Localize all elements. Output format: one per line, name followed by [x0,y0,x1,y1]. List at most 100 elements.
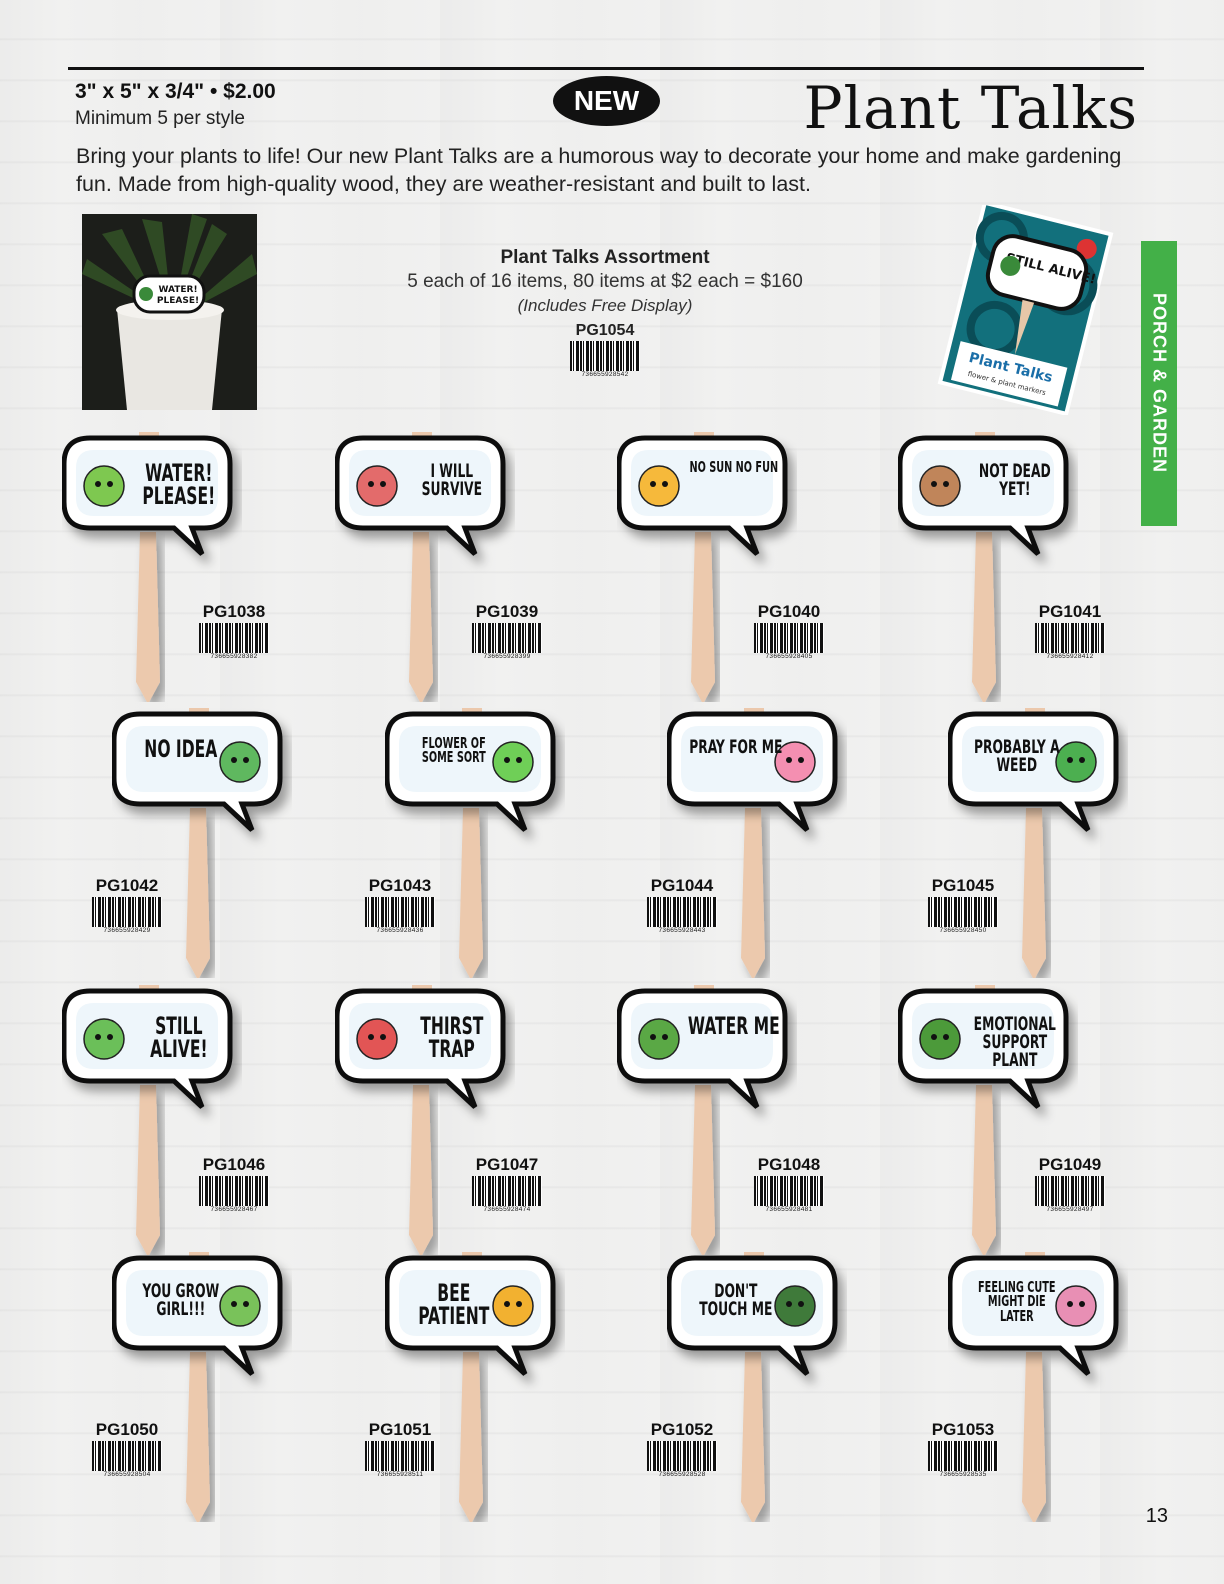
barcode-icon [365,897,435,927]
svg-text:WATER!: WATER! [158,285,197,295]
product-code: PG1038 [202,602,266,621]
sign-text: WATER ME [687,1012,780,1040]
sign-text: STILL ALIVE! [150,1012,208,1063]
lifestyle-photo: WATER! PLEASE! [82,214,257,410]
new-badge: NEW [553,76,660,126]
sign-graphic [617,432,788,702]
product-code: PG1046 [202,1155,266,1174]
product-code: PG1044 [650,876,714,895]
product-code: PG1050 [95,1420,159,1439]
page-number: 13 [1145,1505,1168,1527]
sign-graphic [617,985,788,1255]
svg-text:PLEASE!: PLEASE! [157,296,199,306]
barcode-number: 736655928405 [765,653,813,660]
barcode-icon [570,341,640,371]
sign-graphic [62,432,233,702]
product-sku: PG1042 736655928429 [72,876,182,934]
page-title: Plant Talks [803,74,1138,142]
product-code: PG1042 [95,876,159,895]
sign-graphic [667,708,838,978]
sign-text: DON'T TOUCH ME [699,1280,773,1321]
barcode-icon [928,1441,998,1471]
section-tab-label: PORCH & GARDEN [1149,293,1170,474]
barcode-icon [754,623,824,653]
sign-text: NO SUN NO FUN [689,458,779,476]
barcode-icon [928,897,998,927]
sign-graphic [948,1252,1119,1522]
product-item: DON'T TOUCH ME PG1052 736655928528 [647,1252,907,1522]
product-code: PG1047 [475,1155,539,1174]
sign-text: BEE PATIENT [418,1279,490,1330]
product-code: PG1049 [1038,1155,1102,1174]
barcode-icon [199,623,269,653]
barcode-icon [647,1441,717,1471]
sign-text: I WILL SURVIVE [421,460,482,501]
product-code: PG1040 [757,602,821,621]
barcode-number: 736655928497 [1046,1206,1094,1213]
product-item: PRAY FOR ME PG1044 736655928443 [647,708,907,978]
barcode-icon [472,623,542,653]
sign-text: PRAY FOR ME [689,736,783,758]
sign-text: THIRST TRAP [420,1012,484,1063]
section-tab: PORCH & GARDEN [1141,241,1177,526]
product-sku: PG1048 736655928481 [734,1155,844,1213]
sign-graphic [898,985,1069,1255]
barcode-icon [472,1176,542,1206]
sign-graphic [112,1252,283,1522]
sign-text: PROBABLY A WEED [973,736,1060,777]
assortment-title: Plant Talks Assortment [500,247,710,268]
barcode-number: 736655928542 [581,371,629,378]
sign-graphic [948,708,1119,978]
barcode-number: 736655928528 [658,1471,706,1478]
product-code: PG1052 [650,1420,714,1439]
assortment-note: (Includes Free Display) [517,296,693,315]
barcode-icon [92,1441,162,1471]
barcode-icon [754,1176,824,1206]
product-sku: PG1044 736655928443 [627,876,737,934]
barcode-number: 736655928443 [658,927,706,934]
sign-text: NO IDEA [144,735,218,763]
sign-graphic [667,1252,838,1522]
top-rule [68,67,1144,70]
barcode-icon [365,1441,435,1471]
product-sku: PG1049 736655928497 [1015,1155,1125,1213]
sign-graphic [335,432,506,702]
barcode-number: 736655928481 [765,1206,813,1213]
product-code: PG1048 [757,1155,821,1174]
product-code: PG1039 [475,602,539,621]
barcode-icon [1035,623,1105,653]
sign-text: YOU GROW GIRL!!! [142,1280,220,1321]
sign-graphic [112,708,283,978]
product-item: NO IDEA PG1042 736655928429 [92,708,352,978]
sign-text: WATER! PLEASE! [142,459,216,510]
product-code: PG1053 [931,1420,995,1439]
product-code: PG1051 [368,1420,432,1439]
sign-text: FLOWER OF SOME SORT [421,734,486,767]
product-sku: PG1040 736655928405 [734,602,844,660]
assortment-code: PG1054 [575,322,635,339]
product-code: PG1045 [931,876,995,895]
barcode-icon [1035,1176,1105,1206]
barcode-number: 736655928535 [939,1471,987,1478]
product-code: PG1043 [368,876,432,895]
sign-graphic [385,1252,556,1522]
sign-text: NOT DEAD YET! [978,460,1051,501]
barcode-icon [92,897,162,927]
barcode-number: 736655928429 [103,927,151,934]
